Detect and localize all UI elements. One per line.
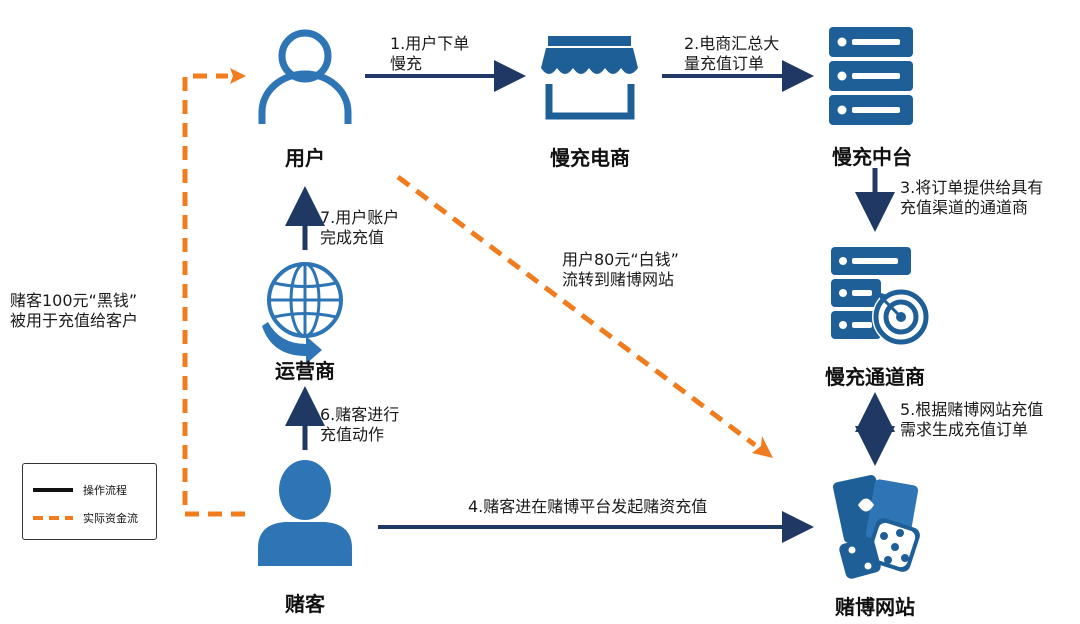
server-icon: [829, 27, 913, 125]
white-money-label: 用户80元“白钱” 流转到赌博网站: [562, 250, 679, 290]
step-5-line-1: 5.根据赌博网站充值: [900, 400, 1044, 419]
step-1-label: 1.用户下单 慢充: [390, 34, 469, 74]
funds-flow-user-to-site: [396, 175, 757, 447]
step-5-line-2: 需求生成充值订单: [900, 420, 1029, 439]
black-money-line-2: 被用于充值给客户: [10, 311, 139, 330]
legend-funds-label: 实际资金流: [83, 512, 138, 525]
legend-row-funds: 实际资金流: [33, 510, 138, 526]
storefront-icon: [541, 36, 638, 120]
step-6-line-1: 6.赌客进行: [320, 405, 400, 424]
black-money-label: 赌客100元“黑钱” 被用于充值给客户: [10, 291, 138, 331]
step-3-line-2: 充值渠道的通道商: [900, 198, 1029, 217]
funds-arrowhead-to-site: [752, 436, 773, 458]
step-3-label: 3.将订单提供给具有 充值渠道的通道商: [900, 178, 1043, 218]
funds-arrowhead-to-user: [230, 68, 246, 84]
node-gambler-label: 赌客: [285, 592, 325, 616]
cards-dice-icon: [832, 475, 920, 579]
step-5-label: 5.根据赌博网站充值 需求生成充值订单: [900, 400, 1043, 440]
legend-swatch-dashed: [33, 516, 73, 520]
node-gambling-site-label: 赌博网站: [835, 595, 915, 619]
step-7-label: 7.用户账户 完成充值: [320, 208, 399, 248]
user-icon: [258, 29, 352, 124]
node-user-label: 用户: [285, 146, 325, 170]
globe-icon: [262, 262, 343, 364]
server-target-icon: [831, 247, 930, 346]
gambler-icon: [258, 460, 352, 566]
step-7-line-1: 7.用户账户: [320, 208, 400, 227]
node-platform-label: 慢充中台: [832, 145, 912, 169]
node-ecommerce-label: 慢充电商: [550, 146, 630, 170]
step-4-label: 4.赌客进在赌博平台发起赌资充值: [468, 497, 708, 516]
node-channel-label: 慢充通道商: [825, 365, 925, 389]
white-money-line-2: 流转到赌博网站: [562, 270, 675, 289]
step-7-line-2: 完成充值: [320, 228, 385, 247]
legend-swatch-solid: [33, 488, 73, 492]
step-2-line-2: 量充值订单: [684, 54, 765, 73]
step-2-label: 2.电商汇总大 量充值订单: [684, 34, 779, 74]
legend: 操作流程 实际资金流: [22, 463, 157, 540]
step-6-line-2: 充值动作: [320, 425, 385, 444]
black-money-line-1: 赌客100元“黑钱”: [10, 291, 138, 310]
funds-flow-gambler-to-user: [182, 73, 245, 517]
white-money-line-1: 用户80元“白钱”: [562, 250, 679, 269]
legend-operation-label: 操作流程: [83, 484, 127, 497]
legend-row-operation: 操作流程: [33, 482, 127, 498]
node-carrier-label: 运营商: [275, 359, 335, 383]
step-1-line-1: 1.用户下单: [390, 34, 470, 53]
step-6-label: 6.赌客进行 充值动作: [320, 405, 399, 445]
step-1-line-2: 慢充: [390, 54, 423, 73]
step-3-line-1: 3.将订单提供给具有: [900, 178, 1044, 197]
step-2-line-1: 2.电商汇总大: [684, 34, 780, 53]
